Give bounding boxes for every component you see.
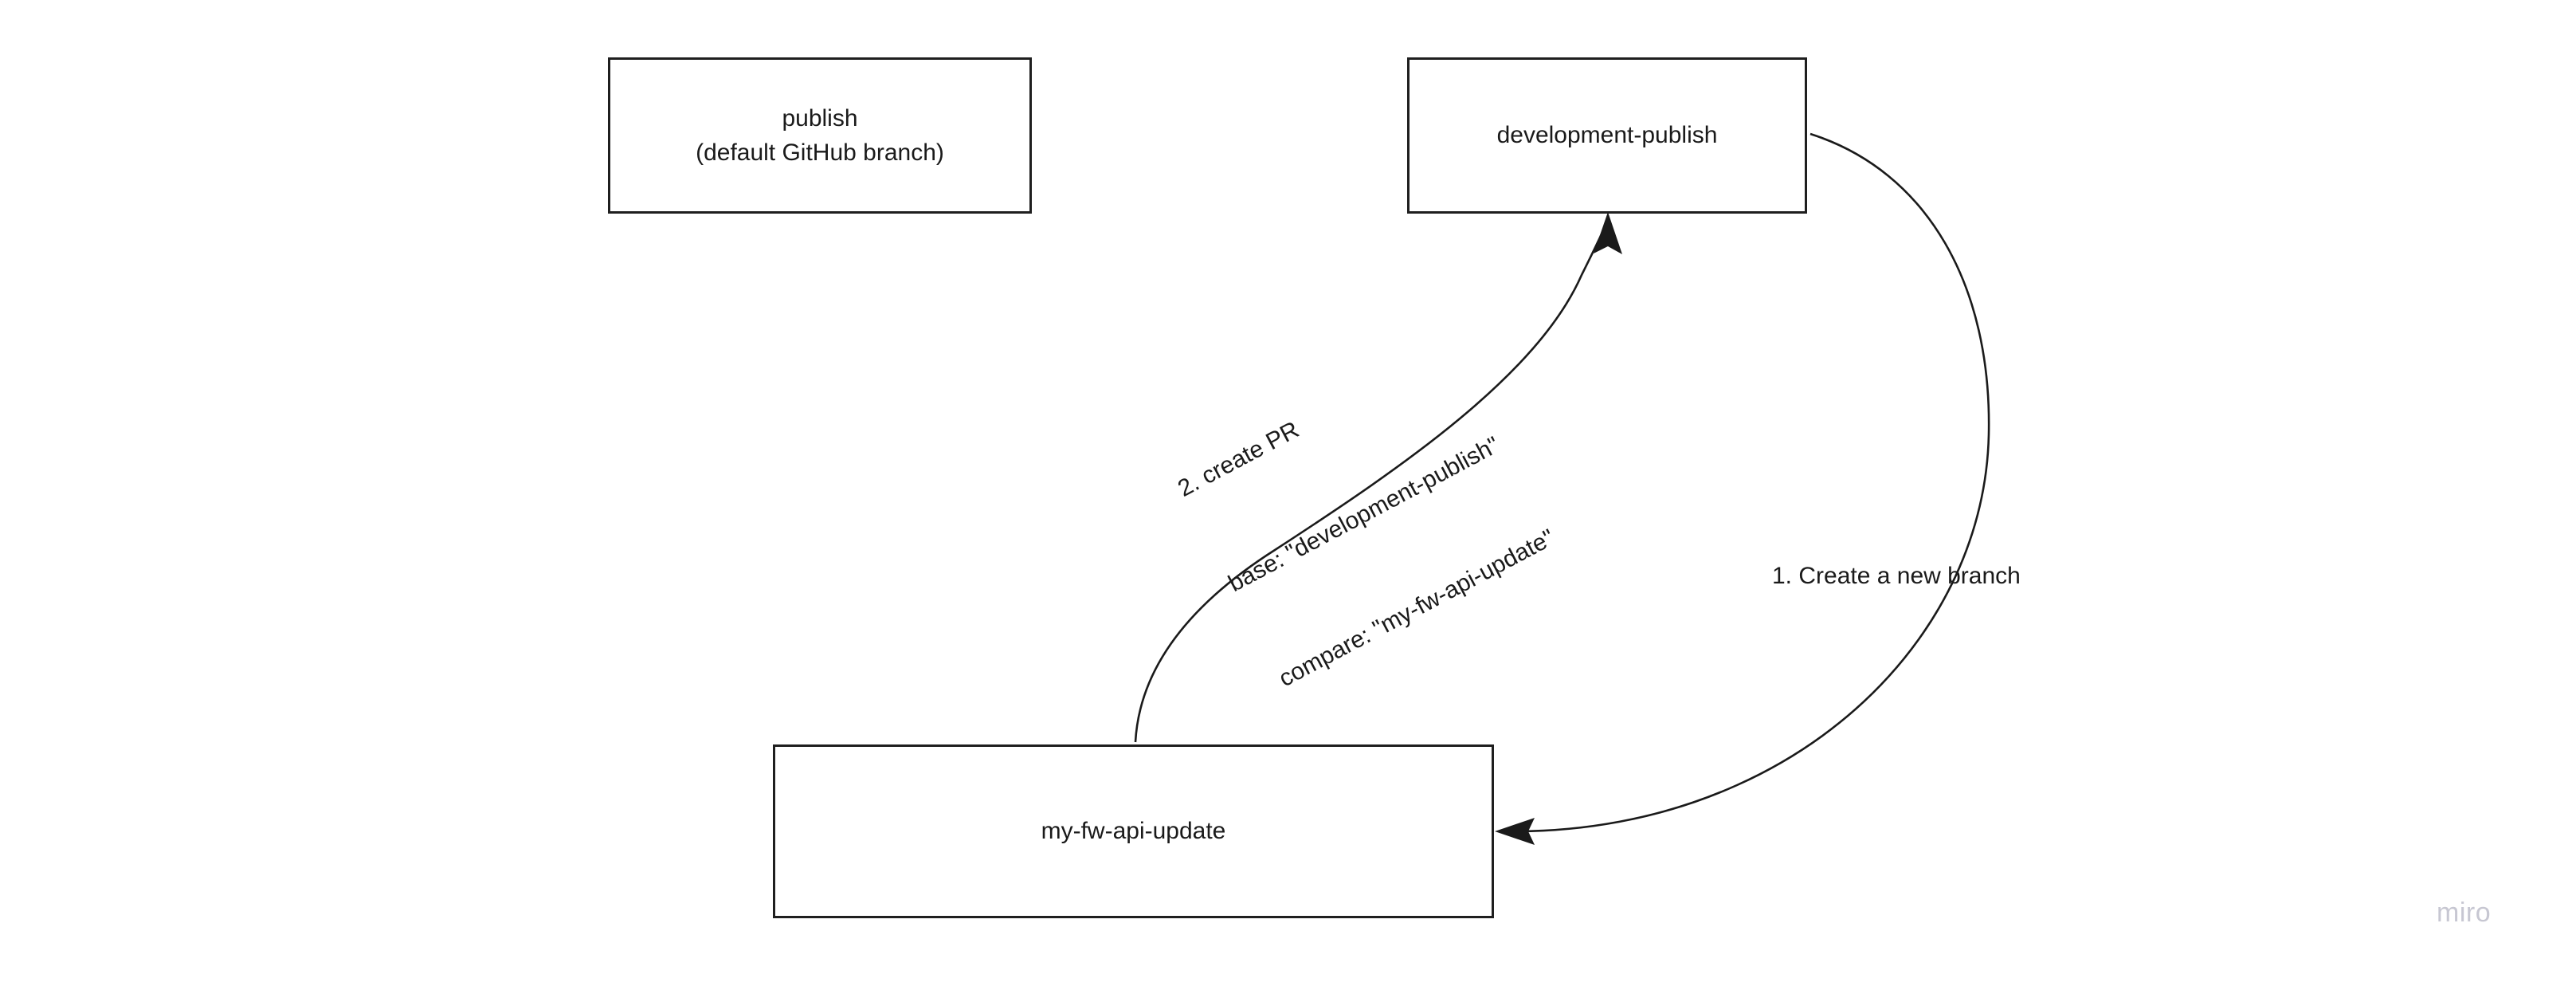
edge-create-branch-arrowhead	[1495, 818, 1535, 845]
node-development-publish[interactable]: development-publish	[1407, 57, 1807, 214]
edge-create-branch-path	[1513, 132, 1990, 833]
miro-watermark: miro	[2437, 898, 2492, 928]
edge-label-create-pr[interactable]: 2. create PR base: "development-publish"…	[1138, 267, 1595, 760]
node-my-fw-api-update[interactable]: my-fw-api-update	[773, 744, 1494, 918]
node-my-fw-api-update-label: my-fw-api-update	[1041, 818, 1226, 845]
node-development-publish-label: development-publish	[1496, 122, 1718, 149]
edge-label-create-branch[interactable]: 1. Create a new branch	[1772, 563, 2021, 589]
node-publish[interactable]: publish (default GitHub branch)	[608, 57, 1032, 214]
edge-create-branch	[1495, 132, 1990, 845]
edge-create-pr-arrowhead	[1594, 212, 1622, 254]
node-publish-label: publish (default GitHub branch)	[696, 104, 944, 167]
